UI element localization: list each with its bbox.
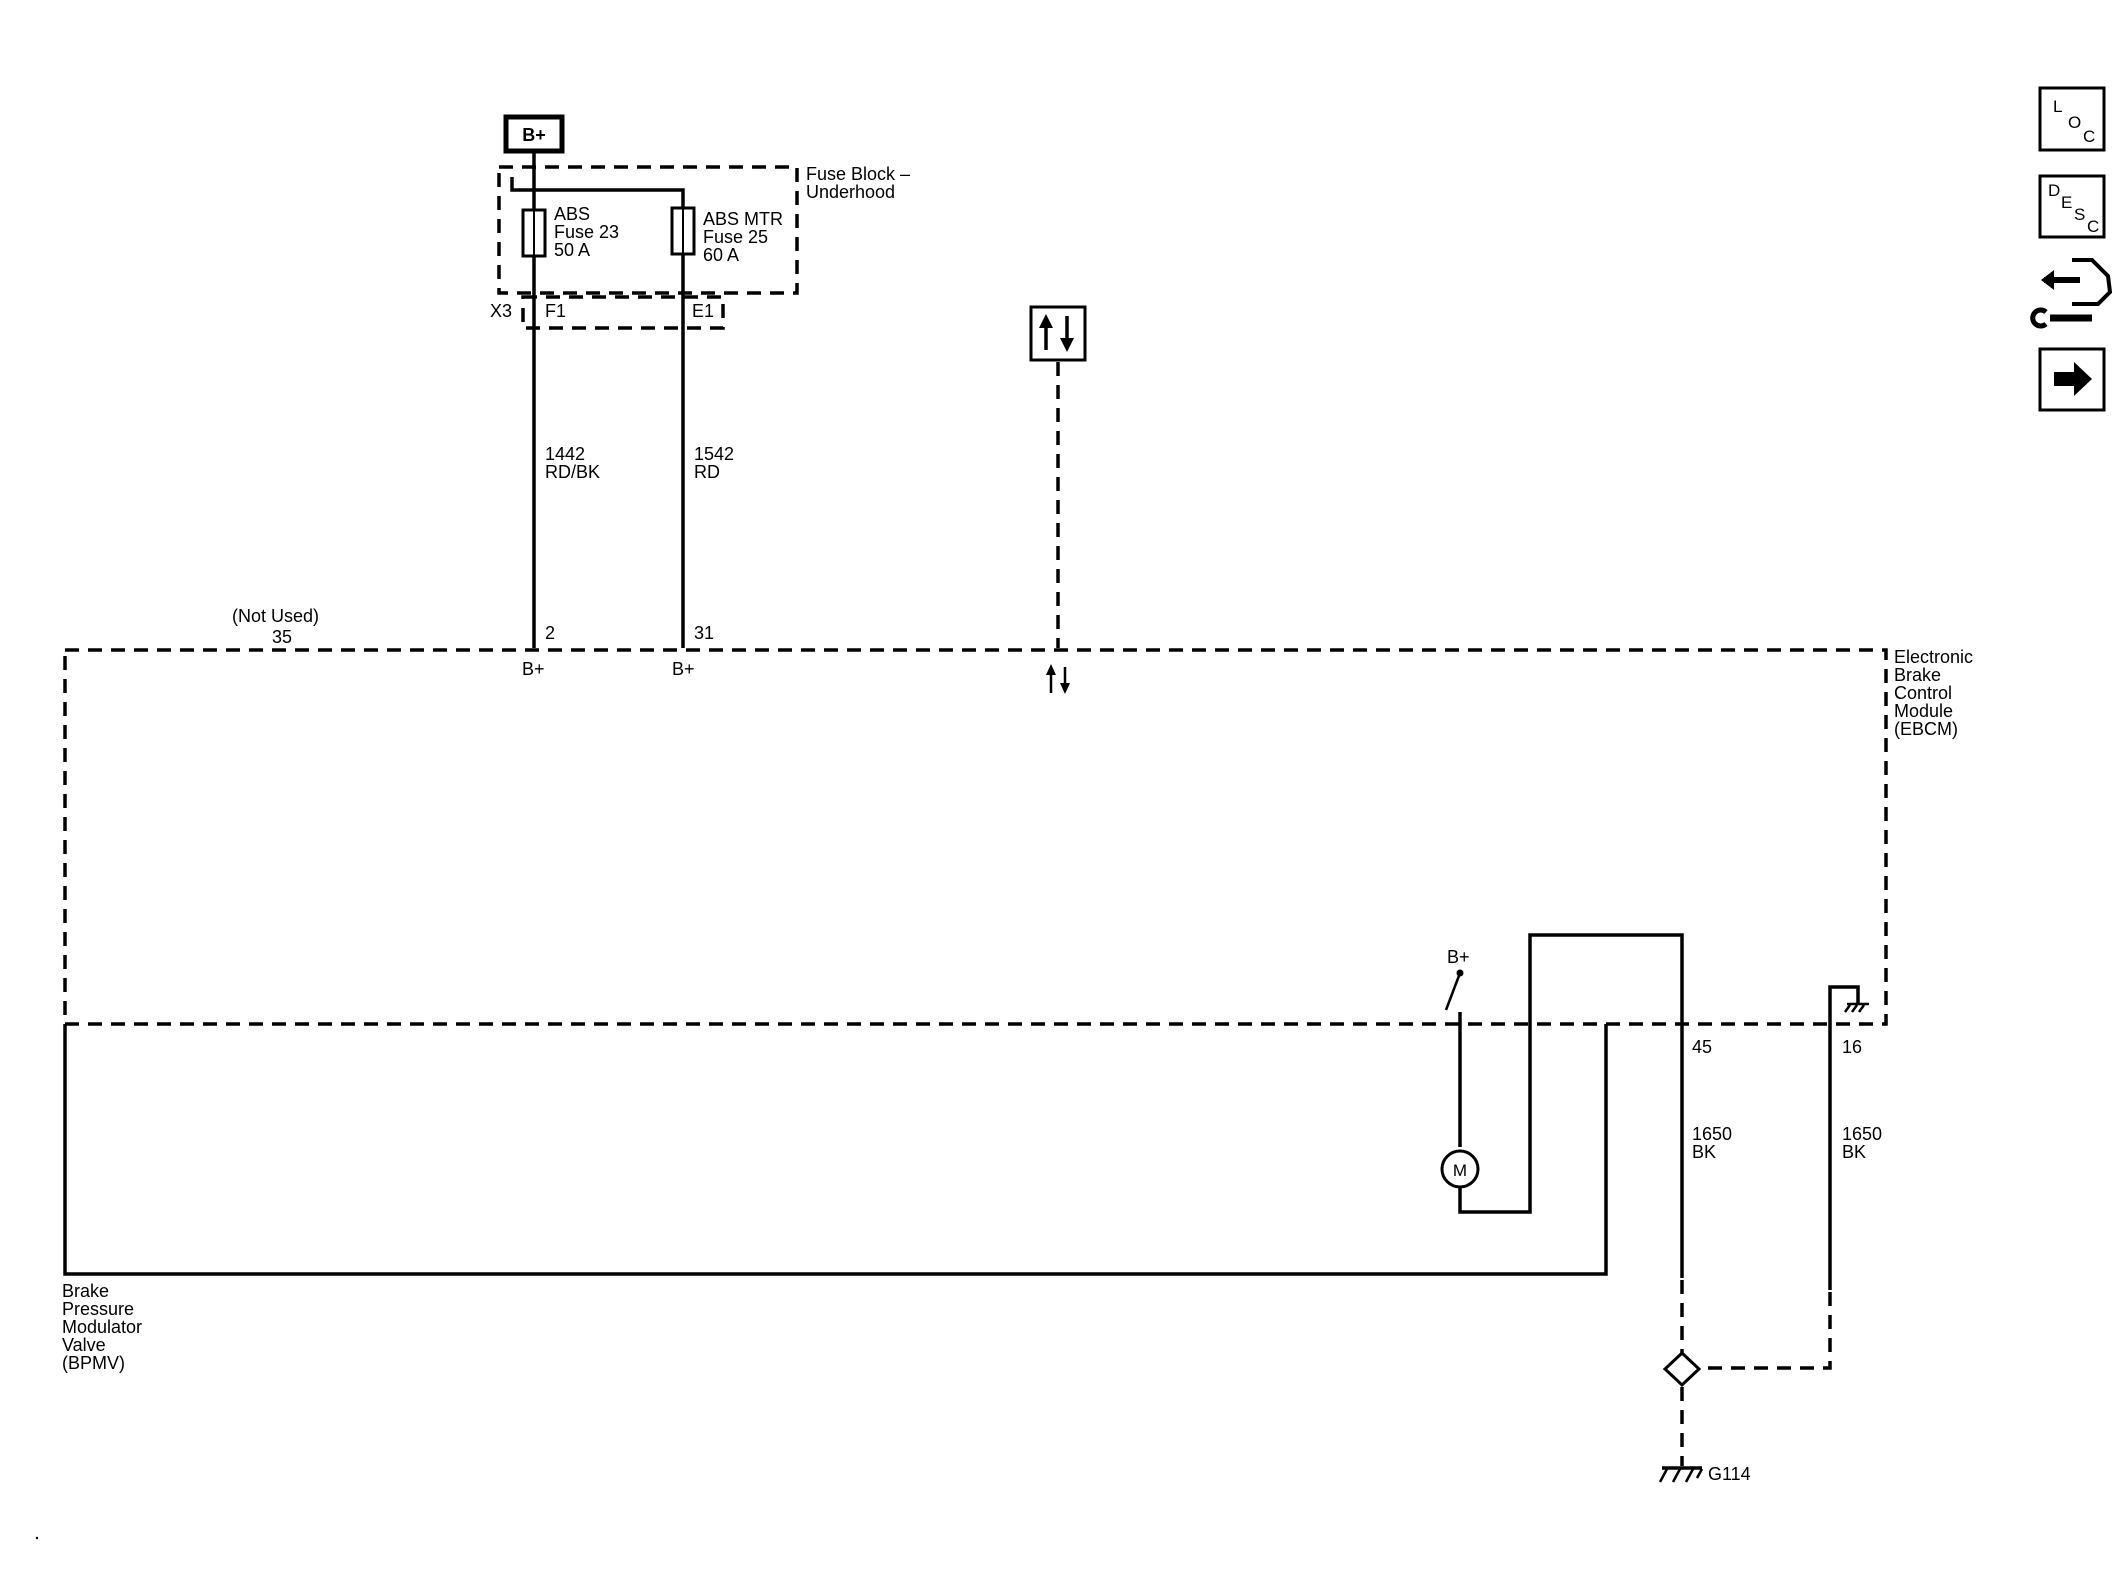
bpmv-name-line-2: Pressure — [62, 1299, 134, 1319]
page-dot — [35, 1536, 39, 1540]
fuse-abs-mtr-25: ABS MTR Fuse 25 60 A — [670, 206, 783, 265]
connector-x3: X3 F1 E1 — [490, 295, 725, 330]
ebcm-name-line-4: Module — [1894, 701, 1953, 721]
ebcm-name-line-3: Control — [1894, 683, 1952, 703]
splice-diamond-icon — [1662, 1350, 1702, 1388]
fuse-abs-rating: 50 A — [554, 240, 590, 260]
pump-motor-circuit: B+ M — [1440, 933, 1684, 1214]
bpmv-name-line-1: Brake — [62, 1281, 109, 1301]
wire-1650-right-circuit: 1650 — [1842, 1124, 1882, 1144]
location-icon-o: O — [2068, 113, 2081, 132]
pin-2-bplus-label: B+ — [522, 659, 545, 679]
bpmv-module: Brake Pressure Modulator Valve (BPMV) — [62, 1024, 1608, 1373]
wire-1650-left-color: BK — [1692, 1142, 1716, 1162]
description-icon-e: E — [2061, 193, 2072, 212]
wire-1542: 1542 RD — [681, 254, 734, 648]
fuse-block: Fuse Block – Underhood ABS Fuse 23 50 A … — [497, 151, 910, 295]
location-icon[interactable]: L O C — [2038, 86, 2106, 152]
fuse-abs-23: ABS Fuse 23 50 A — [521, 204, 619, 260]
wire-1442: 1442 RD/BK — [532, 256, 600, 648]
wire-1650-left-circuit: 1650 — [1692, 1124, 1732, 1144]
serial-data-icon — [1029, 305, 1087, 362]
bpmv-name-line-5: (BPMV) — [62, 1353, 125, 1373]
pin-f1-label: F1 — [545, 301, 566, 321]
bplus-source-label: B+ — [522, 125, 546, 145]
wire-1442-color: RD/BK — [545, 462, 600, 482]
connector-x3-label: X3 — [490, 301, 512, 321]
bpmv-name-line-4: Valve — [62, 1335, 106, 1355]
not-used-label: (Not Used) — [232, 606, 319, 626]
wire-1650-left: 1650 BK — [1680, 1024, 1732, 1353]
bplus-source: B+ — [503, 114, 565, 154]
fuse-mtr-rating: 60 A — [703, 245, 739, 265]
fuse-abs-name: ABS — [554, 204, 590, 224]
ebcm-module: Electronic Brake Control Module (EBCM) — [63, 647, 1973, 1026]
pin-e1-label: E1 — [692, 301, 714, 321]
ground-g114-icon — [1658, 1466, 1704, 1483]
bpmv-name-line-3: Modulator — [62, 1317, 142, 1337]
fuse-block-title-2: Underhood — [806, 182, 895, 202]
fuse-block-title: Fuse Block – — [806, 164, 910, 184]
wire-1542-color: RD — [694, 462, 720, 482]
pump-motor-label: M — [1453, 1161, 1467, 1180]
wire-1650-right-color: BK — [1842, 1142, 1866, 1162]
ebcm-name-line-1: Electronic — [1894, 647, 1973, 667]
wire-1650-right: 1650 BK — [1700, 1024, 1882, 1370]
pin-31-label: 31 — [694, 623, 714, 643]
wire-1542-circuit: 1542 — [694, 444, 734, 464]
switch-bplus-label: B+ — [1447, 947, 1470, 967]
internal-ground-icon — [1828, 985, 1869, 1024]
ebcm-name-line-2: Brake — [1894, 665, 1941, 685]
connector-end-view-icon[interactable] — [2030, 258, 2113, 329]
description-icon[interactable]: D E S C — [2038, 174, 2106, 239]
pin-45-label: 45 — [1692, 1037, 1712, 1057]
description-icon-c: C — [2087, 217, 2099, 236]
ground-g114-label: G114 — [1708, 1464, 1751, 1484]
location-icon-l: L — [2053, 97, 2062, 116]
serial-data-small-icon — [1046, 664, 1070, 694]
pin-35-label: 35 — [272, 627, 292, 647]
location-icon-c: C — [2083, 127, 2095, 146]
fuse-mtr-number: Fuse 25 — [703, 227, 768, 247]
pin-16-label: 16 — [1842, 1037, 1862, 1057]
fuse-abs-number: Fuse 23 — [554, 222, 619, 242]
pin-2-label: 2 — [545, 623, 555, 643]
description-icon-d: D — [2048, 181, 2060, 200]
pin-31-bplus-label: B+ — [672, 659, 695, 679]
wire-1442-circuit: 1442 — [545, 444, 585, 464]
fuse-mtr-name: ABS MTR — [703, 209, 783, 229]
ebcm-name-line-5: (EBCM) — [1894, 719, 1958, 739]
description-icon-s: S — [2074, 205, 2085, 224]
next-page-arrow-icon[interactable] — [2038, 347, 2106, 412]
